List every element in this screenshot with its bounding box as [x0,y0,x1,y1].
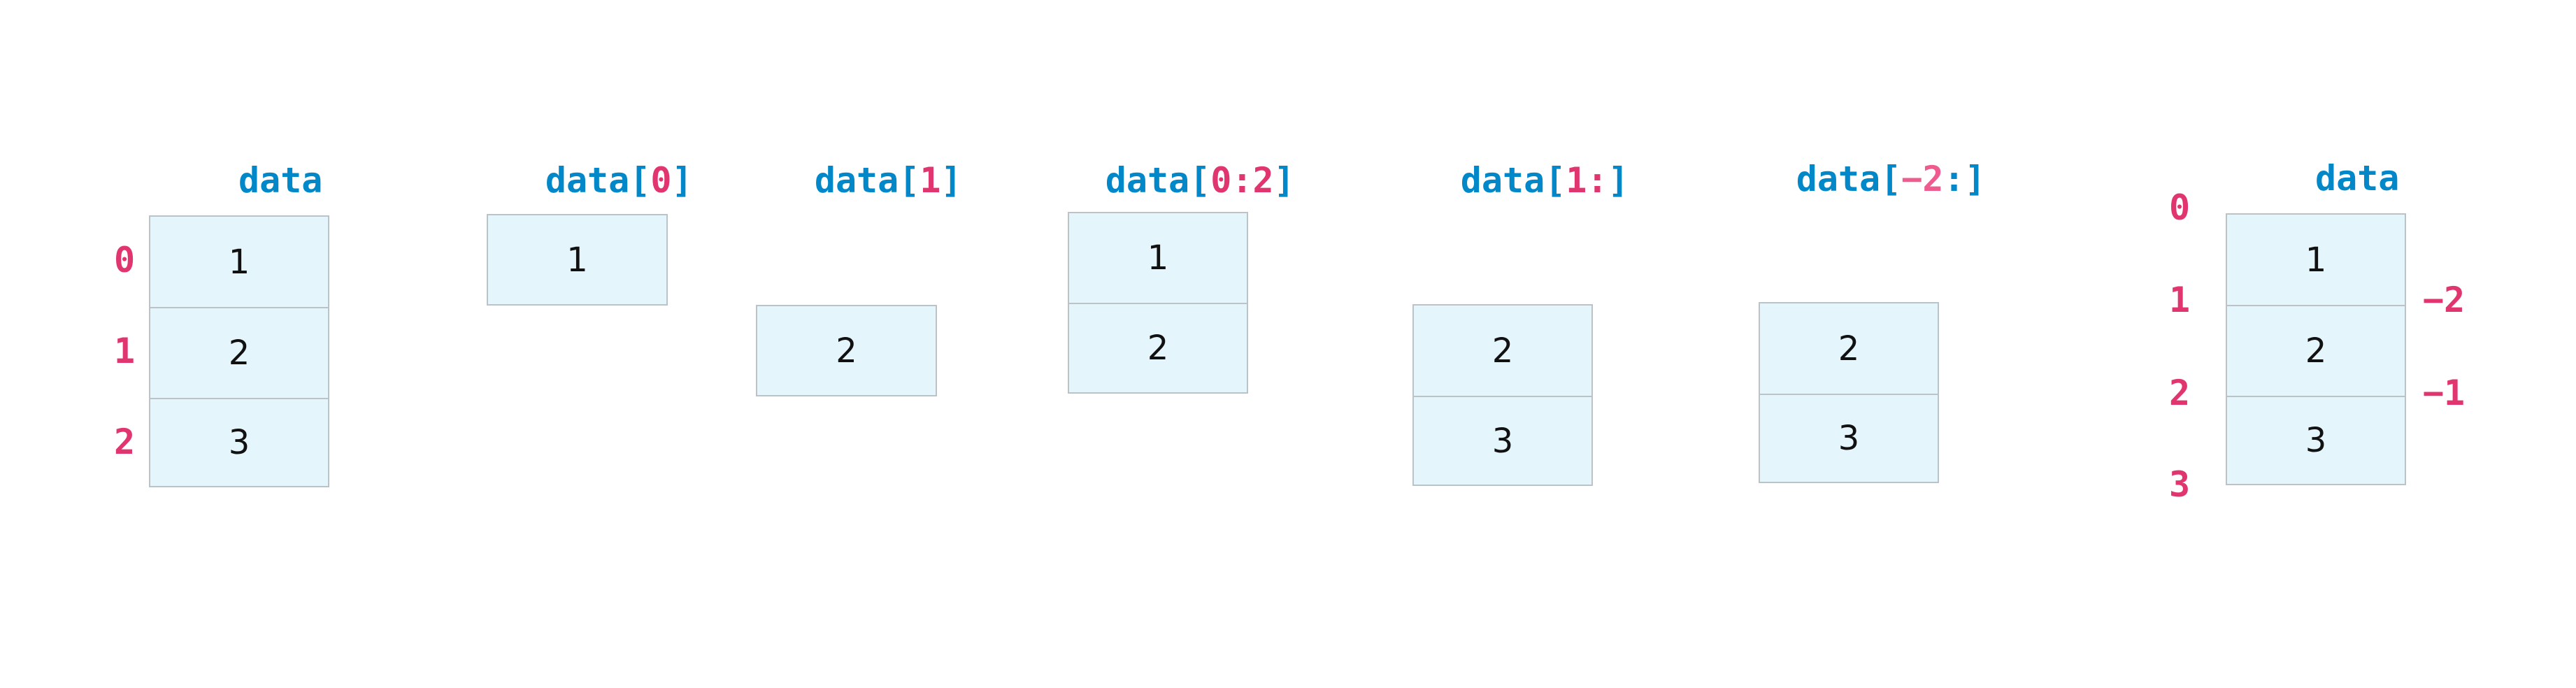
boundary-index-label: 0 [2168,187,2191,228]
title-part: :] [1943,159,1986,199]
title-part: 0:2 [1210,160,1274,201]
title-part: data [238,160,323,201]
array-box: 1 [487,214,668,306]
boundary-index-label: 3 [2168,464,2191,505]
title-part: ] [1273,160,1295,201]
title-part: 1: [1566,160,1608,201]
row-index-label: 0 [113,240,136,280]
array-box: 1 2 [1068,212,1248,394]
negative-boundary-index-label: −2 [2422,280,2466,320]
title-part: data[ [1105,160,1211,201]
title-part: ] [940,160,962,201]
array-cell: 2 [150,307,328,398]
array-cell: 1 [228,242,250,282]
negative-boundary-index-label: −1 [2422,373,2466,413]
array-cell: 2 [1069,303,1247,392]
panel-title-data: data [155,128,323,233]
title-part: data[ [1460,160,1566,201]
row-index-label: 1 [113,331,136,371]
array-cell: 2 [2227,305,2405,396]
array-box: 1 2 3 [149,215,329,487]
title-part: ] [1608,160,1629,201]
panel-title-data-slice-neg2-end: data[−2:] [1712,127,1986,231]
title-part: data[ [545,160,651,201]
title-part: −2 [1901,159,1944,199]
row-index-label: 2 [113,422,136,462]
array-cell: 3 [1760,394,1938,482]
panel-title-data-index-1: data[1] [730,128,962,233]
array-box: 2 [756,305,937,396]
title-part: 1 [920,160,941,201]
panel-title-data-boundaries: data [2231,126,2400,231]
array-cell: 1 [1147,238,1169,278]
array-cell: 2 [1838,329,1860,368]
title-part: data[ [1796,159,1902,199]
panel-title-data-slice-0-2: data[0:2] [1021,128,1295,233]
panel-title-data-index-0: data[0] [461,128,693,233]
array-box: 2 3 [1412,304,1593,486]
array-cell: 1 [2305,240,2327,280]
array-cell: 2 [836,331,857,371]
array-cell: 3 [1414,396,1591,485]
array-box: 1 2 3 [2226,213,2406,485]
array-cell: 2 [1491,331,1514,371]
array-cell: 1 [566,240,588,280]
title-part: ] [671,160,693,201]
array-cell: 3 [2227,396,2405,484]
array-box: 2 3 [1759,302,1939,483]
title-part: 0 [650,160,672,201]
panel-title-data-slice-1-end: data[1:] [1376,128,1629,233]
title-part: data [2315,158,2400,199]
boundary-index-label: 1 [2168,280,2191,320]
boundary-index-label: 2 [2168,373,2191,413]
title-part: data[ [814,160,920,201]
array-cell: 3 [150,398,328,486]
